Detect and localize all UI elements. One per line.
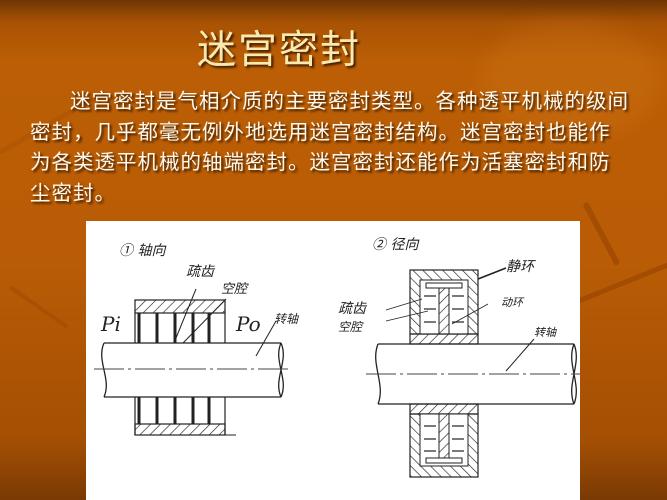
static-ring-label: 静环 (506, 259, 536, 275)
background-streak (574, 258, 667, 305)
diagram1-heading: ① 轴向 (119, 243, 167, 259)
diagram1-shaft-label: 转轴 (274, 312, 300, 326)
diagram2-cavity-label: 空腔 (338, 320, 364, 334)
diagram-axial (94, 288, 291, 436)
rotating-ring-label: 动环 (501, 296, 525, 309)
diagram2-teeth-label: 疏齿 (338, 301, 368, 317)
background-streak (582, 201, 621, 267)
diagram2-heading: ② 径向 (372, 237, 420, 253)
diagram-radial (366, 267, 580, 478)
body-paragraph: 迷宫密封是气相介质的主要密封类型。各种透平机械的级间密封，几乎都毫无例外地选用迷… (30, 86, 630, 208)
diagram2-shaft-label: 转轴 (534, 326, 557, 339)
seal-diagrams: ① 轴向 疏齿 空腔 Pi Po 转轴 (94, 237, 580, 478)
diagram1-teeth-label: 疏齿 (186, 264, 216, 280)
slide-title: 迷宫密封 (197, 28, 362, 73)
body-paragraph-text: 迷宫密封是气相介质的主要密封类型。各种透平机械的级间密封，几乎都毫无例外地选用迷… (30, 89, 629, 205)
inlet-pressure-label: Pi (100, 312, 121, 336)
outlet-pressure-label: Po (235, 312, 261, 336)
diagram1-cavity-label: 空腔 (221, 282, 249, 297)
labyrinth-seal-figure: ① 轴向 疏齿 空腔 Pi Po 转轴 (86, 221, 580, 500)
background-glow (480, 20, 660, 140)
background-streak (8, 285, 69, 329)
